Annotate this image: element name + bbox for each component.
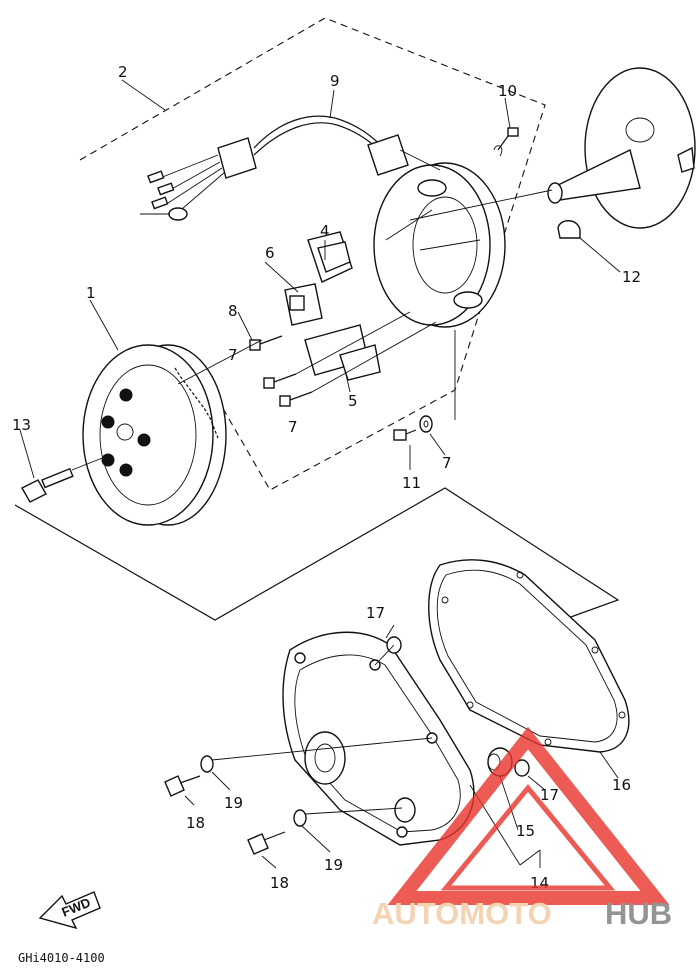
screw-9 [493, 127, 519, 157]
callout-5: 6 [265, 244, 275, 262]
callout-7-bottom: 7 [288, 418, 298, 436]
forward-direction-arrow: FWD [38, 891, 101, 930]
crankshaft-end [547, 67, 696, 229]
callout-3: 4 [320, 222, 330, 240]
warning-triangle-icon [387, 726, 670, 905]
dowel-pin-17-lower [514, 759, 530, 777]
flywheel-rotor [82, 344, 227, 526]
screw-8 [249, 335, 283, 351]
callout-18-lower: 18 [270, 874, 289, 892]
diagram-code: GHi4010-4100 [18, 951, 105, 965]
cover-gasket [428, 559, 630, 753]
callout-2: 2 [118, 63, 128, 81]
crankcase-cover [282, 631, 475, 846]
callout-1: 1 [86, 284, 96, 302]
charging-coil [307, 231, 353, 283]
watermark-text-hub: HUB [605, 896, 672, 931]
callout-15: 15 [516, 822, 535, 840]
woodruff-key [557, 220, 581, 239]
callout-16: 16 [612, 776, 631, 794]
callout-12: 12 [622, 268, 641, 286]
wire-harness [140, 115, 441, 221]
watermark-text-automoto: AUTOMOTO [372, 896, 552, 931]
callout-9: 10 [498, 82, 517, 100]
cover-bolt-lower [247, 831, 286, 855]
washer-19-lower [293, 809, 307, 827]
cover-bolt-upper [164, 775, 201, 797]
screw-7b [279, 391, 313, 407]
callout-8: 8 [228, 302, 238, 320]
leader-lines [19, 79, 621, 869]
washer-11 [419, 415, 433, 433]
callout-4: 5 [348, 392, 358, 410]
callout-19-lower: 19 [324, 856, 343, 874]
callout-6: 9 [330, 72, 340, 90]
washer-19-upper [200, 755, 214, 773]
callout-10: 11 [402, 474, 421, 492]
pickup-coil [284, 283, 323, 326]
lighting-coil [304, 324, 381, 381]
callout-17-top: 17 [366, 604, 385, 622]
callout-labels: 2 9 10 4 6 12 1 8 7 5 7 13 11 7 17 16 17… [12, 63, 641, 892]
callout-17-right: 17 [540, 786, 559, 804]
callout-7-top: 7 [228, 346, 238, 364]
screw-7a [263, 373, 297, 389]
callout-13: 13 [12, 416, 31, 434]
crankcase-cover-group-outline [14, 487, 620, 621]
callout-19-upper: 19 [224, 794, 243, 812]
screw-10 [393, 429, 417, 441]
callout-11: 7 [442, 454, 452, 472]
callout-18-upper: 18 [186, 814, 205, 832]
stator-plate [373, 162, 506, 328]
flywheel-bolt [21, 454, 111, 503]
watermark-logo: AUTOMOTO HUB [372, 726, 672, 931]
